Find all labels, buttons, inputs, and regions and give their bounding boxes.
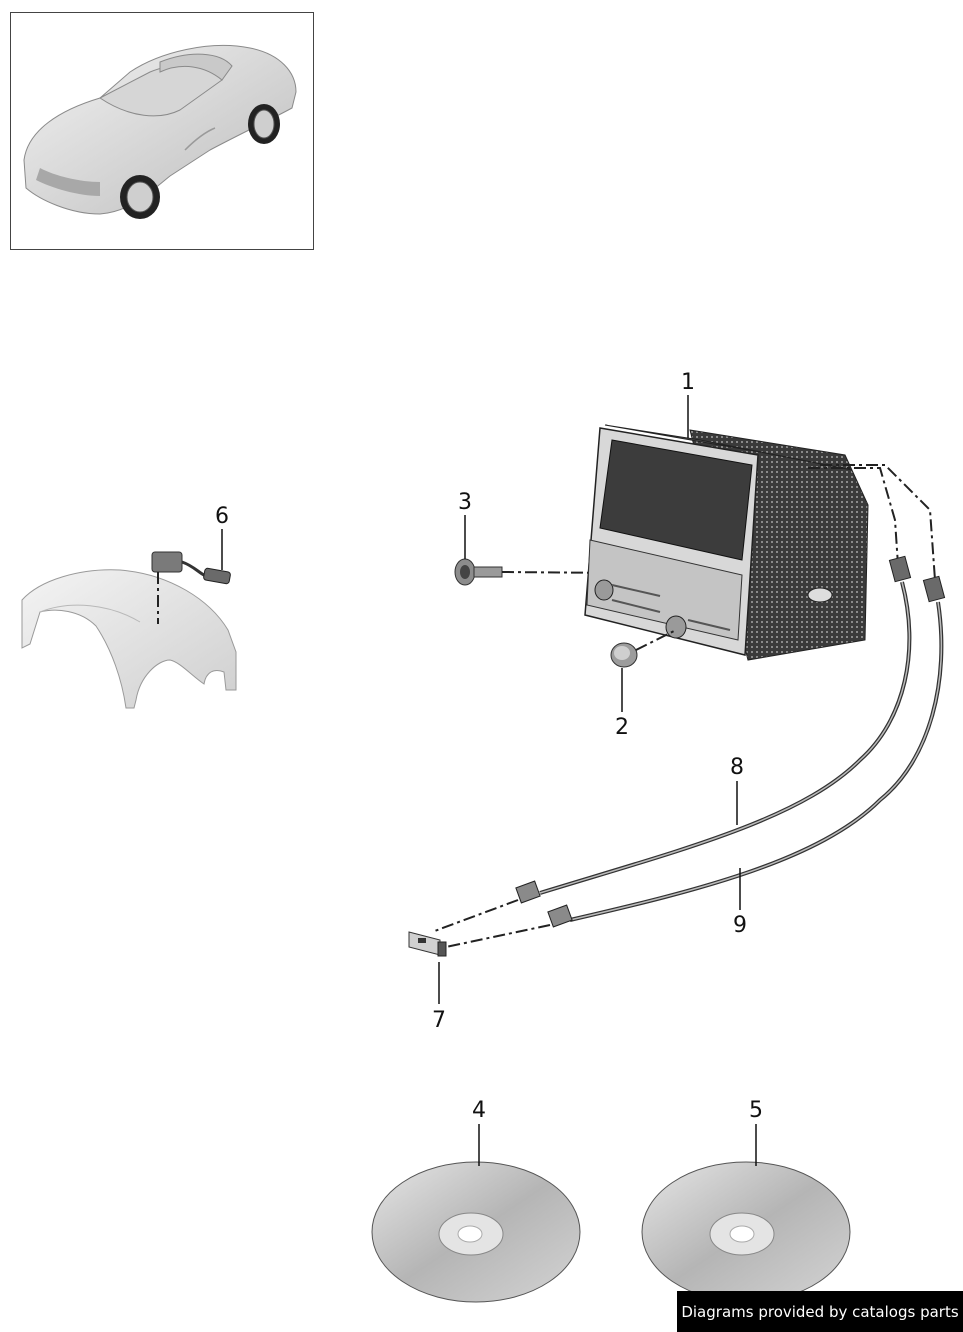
credit-banner: Diagrams provided by catalogs parts xyxy=(677,1291,963,1332)
part-1-head-unit xyxy=(584,424,936,661)
part-7-socket xyxy=(408,931,447,957)
car-thumbnail xyxy=(10,12,314,250)
callout-3: 3 xyxy=(458,490,472,515)
cable-9-route-dash xyxy=(820,464,936,581)
callout-1: 1 xyxy=(681,370,695,395)
callout-2: 2 xyxy=(615,715,629,740)
part-4-disc xyxy=(371,1161,581,1303)
cables-8-9 xyxy=(431,555,946,948)
callouts: 1 2 3 4 5 6 7 8 9 xyxy=(215,370,763,1123)
callout-9: 9 xyxy=(733,913,747,938)
car-illustration xyxy=(23,45,297,219)
callout-5: 5 xyxy=(749,1098,763,1123)
cable-9-connector-dash xyxy=(445,924,551,948)
cable-8-connector-dash xyxy=(431,899,519,933)
part-2-centerline xyxy=(635,629,677,651)
callout-4: 4 xyxy=(472,1098,486,1123)
leader-lines xyxy=(221,395,757,1166)
callout-6: 6 xyxy=(215,504,229,529)
callout-8: 8 xyxy=(730,755,744,780)
part-5-disc xyxy=(641,1161,851,1303)
cable-8-route-dash xyxy=(808,467,899,566)
part-6-cover-assembly xyxy=(21,551,237,709)
part-2-knob xyxy=(610,629,677,668)
callout-7: 7 xyxy=(432,1008,446,1033)
